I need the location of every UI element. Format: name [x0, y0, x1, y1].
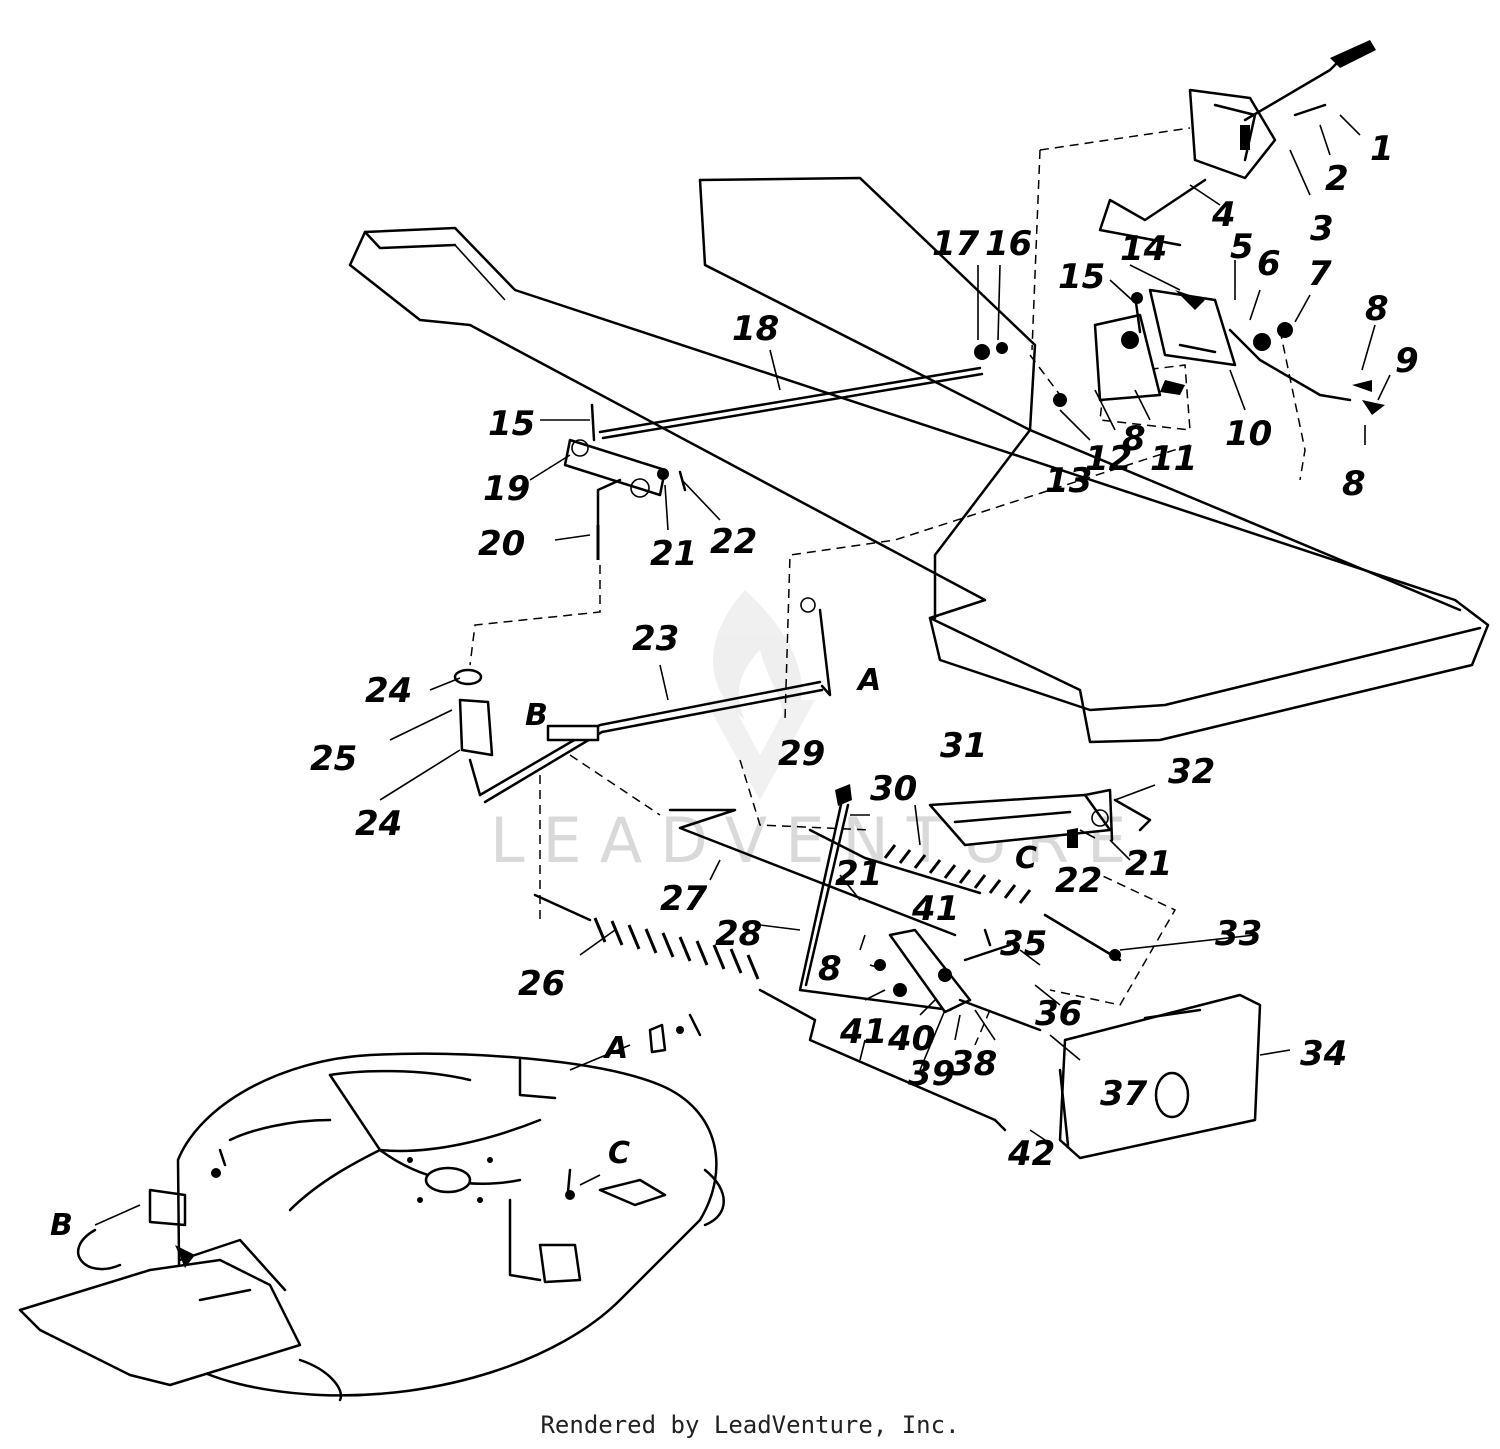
callout-21c: 21 — [835, 854, 882, 894]
discharge-chute — [18, 1228, 343, 1402]
callout-19: 19 — [483, 469, 530, 509]
connection-lines — [469, 127, 1306, 1046]
callout-21a: 21 — [650, 534, 697, 574]
callout-1: 1 — [1370, 129, 1394, 169]
callout-36: 36 — [1035, 994, 1082, 1034]
callout-13: 13 — [1045, 461, 1092, 501]
callout-30: 30 — [870, 769, 917, 809]
callout-40: 40 — [887, 1019, 935, 1059]
callout-12: 12 — [1085, 439, 1132, 479]
letter-hardware — [218, 1013, 702, 1207]
callout-20: 20 — [478, 524, 525, 564]
callout-26: 26 — [518, 964, 565, 1004]
bracket-plate — [1093, 288, 1352, 402]
callout-17: 17 — [932, 224, 980, 264]
letter-a-top: A — [856, 663, 881, 698]
callout-24a: 24 — [365, 671, 412, 711]
control-lever-assembly — [1098, 40, 1376, 247]
spring-30 — [883, 844, 1122, 962]
part-callouts: 1 2 3 4 5 6 7 8 9 8 10 11 8 12 13 14 15 … — [310, 129, 1419, 1174]
letter-a-bottom: A — [603, 1031, 628, 1066]
callout-34: 34 — [1300, 1034, 1347, 1074]
callout-39: 39 — [908, 1054, 955, 1094]
callout-38: 38 — [950, 1044, 997, 1084]
callout-15b: 15 — [488, 404, 535, 444]
hardware — [974, 292, 1385, 415]
callout-11: 11 — [1150, 439, 1197, 479]
letter-c-top: C — [1015, 841, 1037, 876]
callout-42: 42 — [1007, 1134, 1055, 1174]
callout-31: 31 — [940, 726, 987, 766]
letter-c-bottom: C — [608, 1136, 630, 1171]
callout-14: 14 — [1120, 229, 1167, 269]
callout-32: 32 — [1168, 752, 1215, 792]
callout-25: 25 — [310, 739, 357, 779]
connection-letters: A B C A C B — [50, 663, 1037, 1243]
callout-7: 7 — [1308, 254, 1332, 294]
callout-leaders — [94, 114, 1391, 1226]
callout-2: 2 — [1325, 159, 1349, 199]
callout-23: 23 — [632, 619, 679, 659]
callout-5: 5 — [1230, 227, 1254, 267]
callout-8b: 8 — [1342, 464, 1366, 504]
letter-b-top: B — [525, 698, 548, 733]
callout-22a: 22 — [710, 522, 757, 562]
callout-29: 29 — [778, 734, 825, 774]
cover-34 — [1058, 993, 1262, 1160]
callout-24b: 24 — [355, 804, 402, 844]
callout-33: 33 — [1215, 914, 1262, 954]
callout-8a: 8 — [1365, 289, 1389, 329]
callout-9: 9 — [1395, 341, 1419, 381]
main-frame — [348, 176, 1490, 744]
callout-4: 4 — [1211, 195, 1236, 235]
callout-41b: 41 — [839, 1012, 887, 1052]
callout-18: 18 — [732, 309, 779, 349]
spring-26 — [533, 893, 1007, 1132]
callout-21b: 21 — [1125, 844, 1172, 884]
callout-22b: 22 — [1055, 861, 1102, 901]
bracket-31 — [928, 788, 1152, 848]
callout-6: 6 — [1257, 244, 1281, 284]
callout-16: 16 — [985, 224, 1032, 264]
callout-15a: 15 — [1058, 257, 1105, 297]
footer-credit: Rendered by LeadVenture, Inc. — [540, 1411, 960, 1439]
mower-deck — [148, 1052, 725, 1397]
rod-18 — [598, 366, 984, 440]
plate-41 — [874, 928, 1042, 1032]
callout-28: 28 — [715, 914, 762, 954]
rod-23 — [453, 597, 832, 804]
callout-37: 37 — [1100, 1074, 1148, 1114]
callout-41a: 41 — [911, 889, 959, 929]
callout-27: 27 — [660, 879, 708, 919]
letter-b-bottom: B — [50, 1208, 73, 1243]
callout-3: 3 — [1310, 209, 1334, 249]
callout-8c: 8 — [1122, 419, 1146, 459]
callout-10: 10 — [1225, 414, 1272, 454]
callout-8d: 8 — [818, 949, 842, 989]
bellcrank-19 — [563, 403, 687, 560]
callout-35: 35 — [1000, 924, 1047, 964]
